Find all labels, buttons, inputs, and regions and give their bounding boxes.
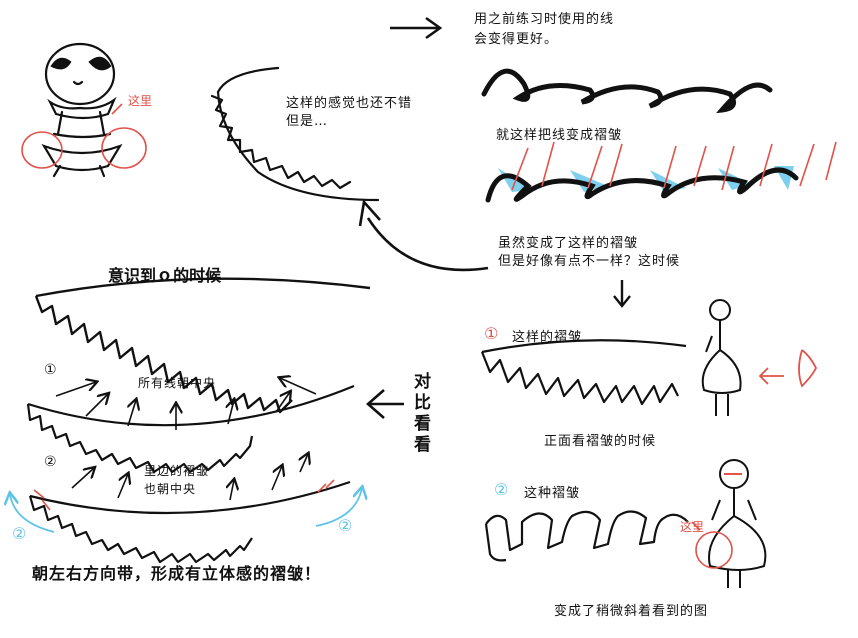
arc-note-line1: 这样的感觉也还不错 — [286, 96, 413, 111]
omega-title-suffix: 的时候 — [173, 266, 222, 285]
arc-note-line2: 但是… — [286, 114, 329, 129]
chibi-character — [41, 42, 123, 178]
compare-label: 对 比 看 看 — [414, 372, 431, 456]
omega-symbol: Ω — [159, 270, 171, 285]
left-label-2b: 也朝中央 — [144, 482, 197, 496]
example2-number: ② — [494, 480, 509, 499]
blue-side-arrows — [10, 488, 362, 533]
wave-line-2 — [485, 141, 837, 203]
example1-number: ① — [484, 324, 499, 343]
wave-line-1 — [481, 68, 773, 114]
arc-ruffle-top — [210, 66, 380, 202]
red-circles-left — [21, 103, 147, 169]
wave-caption: 就这样把线变成褶皱 — [496, 128, 623, 143]
stick-figure-2 — [708, 459, 767, 588]
left-label-2a: 里边的褶皱 — [144, 464, 210, 478]
intro-line1: 用之前练习时使用的线 — [474, 12, 615, 27]
stick-figure-1 — [701, 299, 742, 416]
note-line1: 虽然变成了这样的褶皱 — [498, 236, 639, 251]
here-label-left: 这里 — [128, 94, 153, 108]
red-side-arrow — [758, 349, 818, 388]
compare-char-4: 看 — [414, 435, 431, 455]
ruffle-arc-2 — [28, 480, 351, 564]
back-arrow — [366, 217, 489, 272]
compare-char-3: 看 — [414, 414, 431, 434]
intro-line2: 会变得更好。 — [474, 32, 559, 47]
compare-char-1: 对 — [414, 372, 431, 392]
left-num-2: ② — [44, 454, 57, 470]
example2-label: 这种褶皱 — [524, 486, 581, 501]
compare-char-2: 比 — [414, 393, 431, 413]
here-label-right: 这里 — [680, 520, 705, 534]
note-line2: 但是好像有点不一样？这时候 — [498, 254, 681, 269]
center-arrows-1 — [55, 378, 317, 430]
blue-num-right: ② — [338, 516, 353, 535]
omega-title-text: 意识到 — [108, 266, 157, 285]
example1-label: 这样的褶皱 — [512, 330, 583, 345]
blue-num-left: ② — [12, 524, 27, 543]
red-circle-right — [691, 521, 733, 569]
center-arrows-2 — [71, 454, 308, 501]
left-num-1: ① — [44, 362, 57, 378]
front-ruffle — [480, 339, 687, 406]
example2-caption: 变成了稍微斜着看到的图 — [554, 604, 709, 619]
ruffle-row-top — [34, 277, 371, 414]
ruffle-arc-1 — [26, 384, 355, 474]
left-label-1: 所有线朝中央 — [138, 376, 217, 390]
angled-ruffle — [484, 510, 689, 562]
example1-caption: 正面看褶皱的时候 — [544, 434, 657, 449]
conclusion-text: 朝左右方向带，形成有立体感的褶皱！ — [32, 564, 322, 583]
red-accents — [33, 479, 335, 511]
